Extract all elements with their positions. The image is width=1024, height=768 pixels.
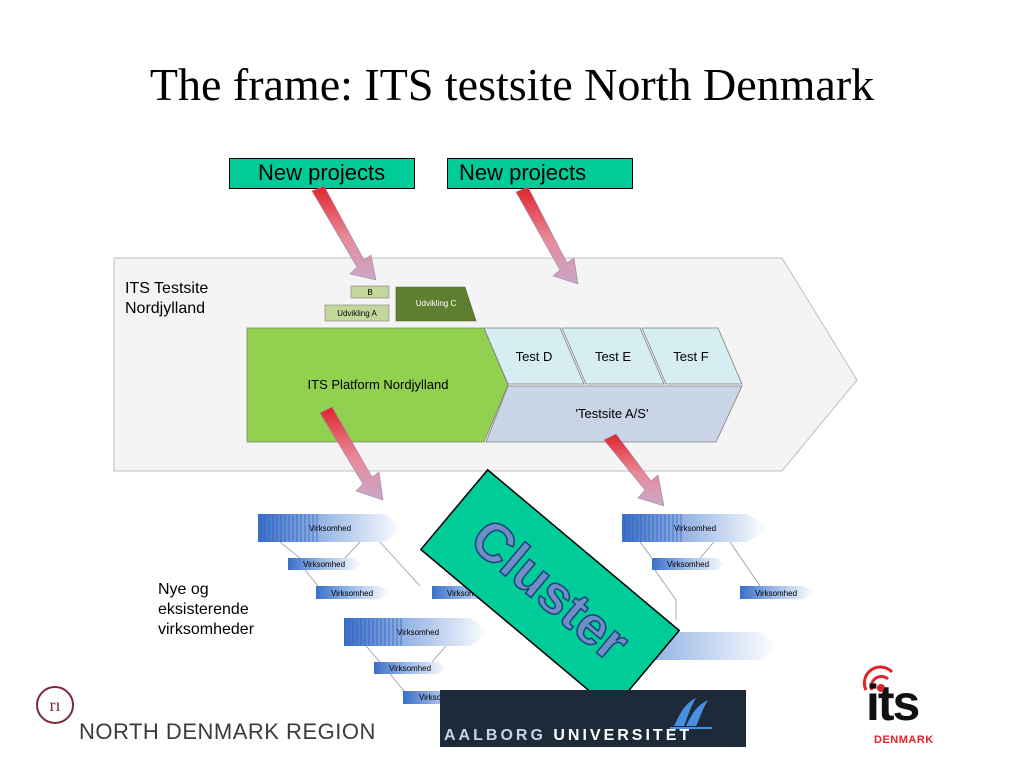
bar-udvikling-a [324,304,390,322]
testsite-label-line-2: Nordjylland [125,300,206,317]
test-d-shape [483,327,585,385]
new-projects-label-2: New projects [459,160,587,185]
arrow-new-projects-2 [515,186,579,285]
north-denmark-region-logo: rı NORTH DENMARK REGION [35,683,380,747]
companies-caption-line-1: Nye og [158,581,209,598]
company-label-4: Virksomhed [447,589,489,598]
aau-logo-text-b: UNIVERSITET [553,727,693,744]
test-f-label: Test F [673,349,708,364]
test-e-shape [561,327,665,385]
aalborg-universitet-logo: AALBORG UNIVERSITET [440,690,746,747]
new-projects-box-1: New projects [229,158,415,189]
test-d-label: Test D [516,349,553,364]
cluster-box [419,468,681,712]
new-projects-box-2: New projects [447,158,633,189]
company-label-10: Virksomhed [755,589,797,598]
company-label-2: Virksomhed [303,560,345,569]
testsite-label: ITS Testsite Nordjylland [125,279,208,319]
aau-logo-text-a: AALBORG [444,727,546,744]
bar-b-label: B [367,288,372,297]
svg-text:rı: rı [50,695,61,715]
its-signal-icon [862,665,894,692]
its-denmark-logo: its DENMARK [852,660,947,750]
company-label-3: Virksomhed [331,589,373,598]
testsite-as-label: 'Testsite A/S' [576,406,649,421]
company-label-1: Virksomhed [309,524,351,533]
company-big-2-stripes [344,618,404,646]
testsite-label-line-1: ITS Testsite [125,280,209,297]
platform-label: ITS Platform Nordjylland [308,377,449,392]
platform-shape [246,327,509,443]
company-label-9: Virksomhed [667,560,709,569]
arrow-platform-down [319,406,384,501]
bar-b [350,285,390,299]
new-projects-label-1: New projects [258,160,386,185]
aau-logo-text: AALBORG UNIVERSITET [444,727,692,745]
company-big-3-stripes [622,514,682,542]
company-small-6 [652,558,726,570]
its-logo-subtext: DENMARK [874,734,934,746]
test-e-label: Test E [595,349,631,364]
page-title: The frame: ITS testsite North Denmark [149,59,875,110]
company-small-7 [740,586,814,599]
company-big-1-stripes [258,514,318,542]
company-label-6: Virksomhed [389,664,431,673]
company-label-5: Virksomhed [397,628,439,637]
ndr-logo-text: NORTH DENMARK REGION [79,719,376,744]
company-tree-3 [639,541,761,620]
arrow-testsite-down [603,433,665,507]
arrow-new-projects-1 [311,185,377,281]
company-small-1 [288,558,362,570]
companies-caption-line-3: virksomheder [158,621,255,638]
ndr-emblem-icon: rı [36,686,74,724]
companies-caption: Nye og eksisterende virksomheder [158,580,254,640]
companies-caption-line-2: eksisterende [158,601,249,618]
bar-udvikling-c-label: Udvikling C [416,299,457,308]
company-tree-1 [279,541,421,587]
company-label-8: Virksomhed [674,524,716,533]
company-tree-2 [365,645,447,692]
company-small-4 [374,662,448,674]
bar-udvikling-a-label: Udvikling A [337,309,377,318]
test-f-shape [641,327,743,385]
bar-udvikling-c [395,286,477,322]
company-small-2 [316,586,390,599]
aau-waves-icon [670,698,712,729]
testsite-as-shape [485,385,743,443]
its-logo-text: its [866,675,920,731]
